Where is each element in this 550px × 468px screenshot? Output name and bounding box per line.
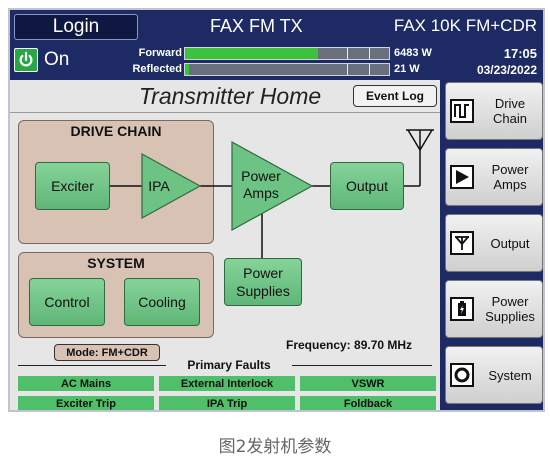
frequency-readout: Frequency: 89.70 MHz [286,338,413,352]
title-divider [10,112,440,113]
transmitter-screen: Login FAX FM TX FAX 10K FM+CDR On Forwar… [8,8,545,412]
sidebar-item-system[interactable]: System [445,346,543,404]
power-amps-icon [450,165,474,189]
fault-ipa-trip: IPA Trip [159,396,295,410]
sidebar-item-output[interactable]: Output [445,214,543,272]
meter-tick [347,48,348,59]
sidebar-item-label: Output [490,236,530,251]
power-amps-label[interactable]: Power Amps [241,168,281,201]
sidebar-item-power-amps[interactable]: Power Amps [445,148,543,206]
antenna-icon [450,231,474,255]
sidebar-item-label: Power Supplies [485,294,535,324]
mode-badge: Mode: FM+CDR [54,344,160,361]
cooling-button[interactable]: Cooling [124,278,200,326]
sidebar-item-power-supplies[interactable]: Power Supplies [445,280,543,338]
login-button[interactable]: Login [14,14,138,40]
primary-faults-title: Primary Faults [187,358,271,372]
fault-exciter-trip: Exciter Trip [18,396,154,410]
reflected-power-value: 21 W [394,63,420,75]
forward-meter-fill [185,48,318,59]
battery-icon [450,297,474,321]
power-icon[interactable] [14,48,38,72]
reflected-label: Reflected [132,63,182,75]
status-row: On Forward 6483 W Reflected 21 W 17:05 0… [10,44,543,80]
exciter-button[interactable]: Exciter [35,162,110,210]
site-name: FAX 10K FM+CDR [393,16,537,35]
main-panel: Transmitter Home Event Log DRIVE CHAIN S… [10,80,440,410]
meter-tick [369,64,370,75]
fault-foldback: Foldback [300,396,436,410]
drive-chain-icon [450,99,474,123]
sidebar-item-label: Power Amps [491,162,529,192]
system-title: SYSTEM [87,255,145,271]
fault-ac-mains: AC Mains [18,376,154,391]
page-title: Transmitter Home [138,83,322,109]
faults-divider-left [18,365,166,366]
output-button[interactable]: Output [330,162,404,210]
faults-divider-right [292,365,432,366]
reflected-meter-fill [185,64,190,75]
antenna-icon [406,129,434,151]
figure-caption: 图2发射机参数 [218,437,332,457]
clock-date: 03/23/2022 [476,63,537,77]
sidebar-nav: Drive Chain Power Amps Output Power Supp… [442,80,543,410]
reflected-power-meter [184,63,390,76]
fault-vswr: VSWR [300,376,436,391]
power-supplies-button[interactable]: Power Supplies [224,258,302,306]
system-icon [450,363,474,387]
power-state-label: On [44,49,70,70]
clock-time: 17:05 [503,46,537,61]
meter-tick [369,48,370,59]
forward-power-meter [184,47,390,60]
event-log-button[interactable]: Event Log [353,85,437,107]
forward-power-value: 6483 W [394,47,432,59]
sidebar-item-label: Drive Chain [493,96,527,126]
sidebar-item-label: System [488,368,532,383]
control-button[interactable]: Control [29,278,105,326]
top-bar: Login FAX FM TX FAX 10K FM+CDR [10,10,543,44]
meter-tick [347,64,348,75]
power-symbol-icon [19,51,33,67]
forward-label: Forward [138,47,182,59]
sidebar-item-drive-chain[interactable]: Drive Chain [445,82,543,140]
drive-chain-title: DRIVE CHAIN [70,123,162,139]
fault-external-interlock: External Interlock [159,376,295,391]
ipa-label[interactable]: IPA [148,178,170,194]
transmitter-name: FAX FM TX [210,16,303,36]
